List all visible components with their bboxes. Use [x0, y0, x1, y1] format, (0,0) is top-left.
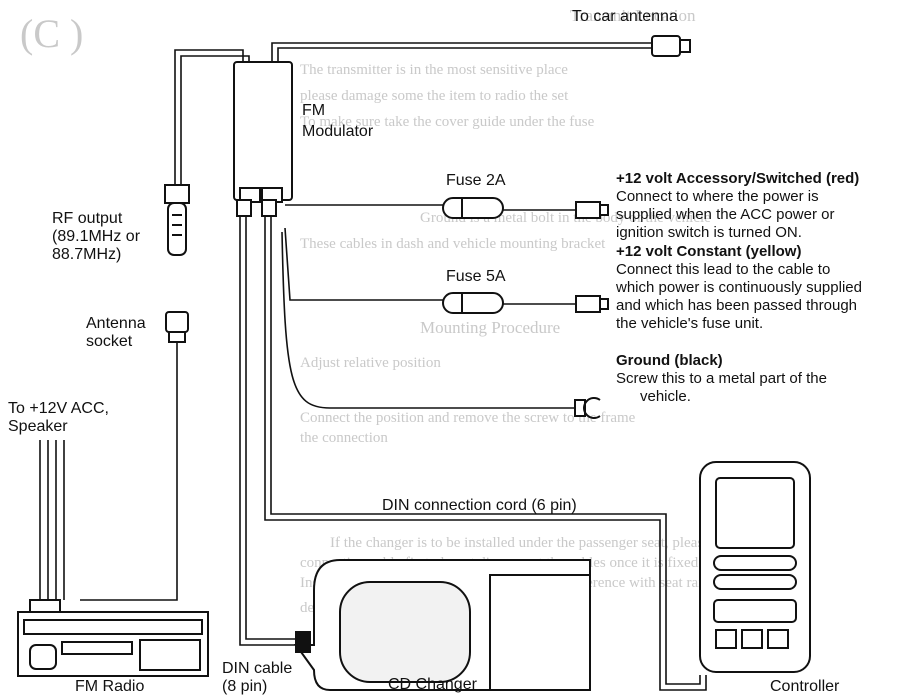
- ghost-text: Connect the position and remove the scre…: [300, 410, 636, 426]
- label-antenna-socket: Antenna: [86, 315, 146, 332]
- note-acc-text: Connect to where the power is: [616, 188, 819, 205]
- ghost-text: Mounting Procedure: [420, 318, 561, 337]
- label-to-12v-acc: Speaker: [8, 418, 68, 435]
- label-to-12v-acc: To +12V ACC,: [8, 400, 109, 417]
- rf-output-plug: [164, 184, 190, 256]
- controller: [699, 461, 811, 673]
- ground-lead: [281, 231, 575, 409]
- ghost-text: These cables in dash and vehicle mountin…: [300, 236, 606, 252]
- fm-radio: [17, 599, 209, 677]
- label-rf-output: 88.7MHz): [52, 246, 122, 263]
- din-cable: [239, 215, 296, 646]
- note-constant-text: Connect this lead to the cable to: [616, 261, 831, 278]
- label-rf-output: (89.1MHz or: [52, 228, 141, 245]
- note-ground-text: Screw this to a metal part of the: [616, 370, 827, 387]
- car-antenna-plug: [651, 35, 691, 57]
- label-to-car-antenna: To car antenna: [572, 8, 678, 25]
- ghost-text: The transmitter is in the most sensitive…: [300, 62, 568, 78]
- label-cd-changer: CD Changer: [388, 676, 477, 693]
- ghost-text: Adjust relative position: [300, 355, 441, 371]
- label-controller: Controller: [770, 678, 840, 695]
- label-fuse-2a: Fuse 2A: [446, 172, 506, 189]
- note-constant-title: +12 volt Constant (yellow): [616, 243, 802, 260]
- cd-changer: [294, 559, 591, 691]
- ground-terminal: [574, 399, 586, 417]
- constant-terminal: [575, 295, 601, 313]
- ghost-text: the connection: [300, 430, 388, 446]
- label-fm-modulator: FM: [302, 102, 326, 119]
- note-ground-title: Ground (black): [616, 352, 723, 369]
- label-rf-output: RF output: [52, 210, 123, 227]
- constant-lead: [284, 227, 443, 301]
- acc-terminal: [575, 201, 601, 219]
- label-din-cable: (8 pin): [222, 678, 268, 695]
- label-antenna-socket: socket: [86, 333, 133, 350]
- ghost-text: If the changer is to be installed under …: [330, 535, 769, 551]
- note-acc-text: ignition switch is turned ON.: [616, 224, 802, 241]
- note-acc-text: supplied when the ACC power or: [616, 206, 835, 223]
- note-constant-text: and which has been passed through: [616, 297, 858, 314]
- rf-output-cable: [174, 49, 244, 185]
- din-connection-cord: [264, 215, 707, 691]
- fuse-5a-holder: [442, 292, 504, 314]
- note-constant-text: which power is continuously supplied: [616, 279, 862, 296]
- ghost-text: Transmit Location: [570, 6, 696, 25]
- ghost-text: (C ): [20, 11, 84, 56]
- antenna-cable: [271, 42, 652, 62]
- ghost-text: please damage some the item to radio the…: [300, 88, 569, 104]
- fm-modulator: [233, 61, 293, 217]
- antenna-socket: [165, 311, 189, 343]
- note-ground-text: vehicle.: [640, 388, 691, 405]
- label-fm-radio: FM Radio: [75, 678, 145, 695]
- ghost-text: To make sure take the cover guide under …: [300, 114, 595, 130]
- antenna-socket-cable: [80, 330, 178, 601]
- label-din-cable: DIN cable: [222, 660, 293, 677]
- note-acc-title: +12 volt Accessory/Switched (red): [616, 170, 860, 187]
- fuse-2a-holder: [442, 197, 504, 219]
- label-din-connection-cord: DIN connection cord (6 pin): [382, 497, 577, 514]
- label-fuse-5a: Fuse 5A: [446, 268, 506, 285]
- label-fm-modulator: Modulator: [302, 123, 374, 140]
- note-constant-text: the vehicle's fuse unit.: [616, 315, 764, 332]
